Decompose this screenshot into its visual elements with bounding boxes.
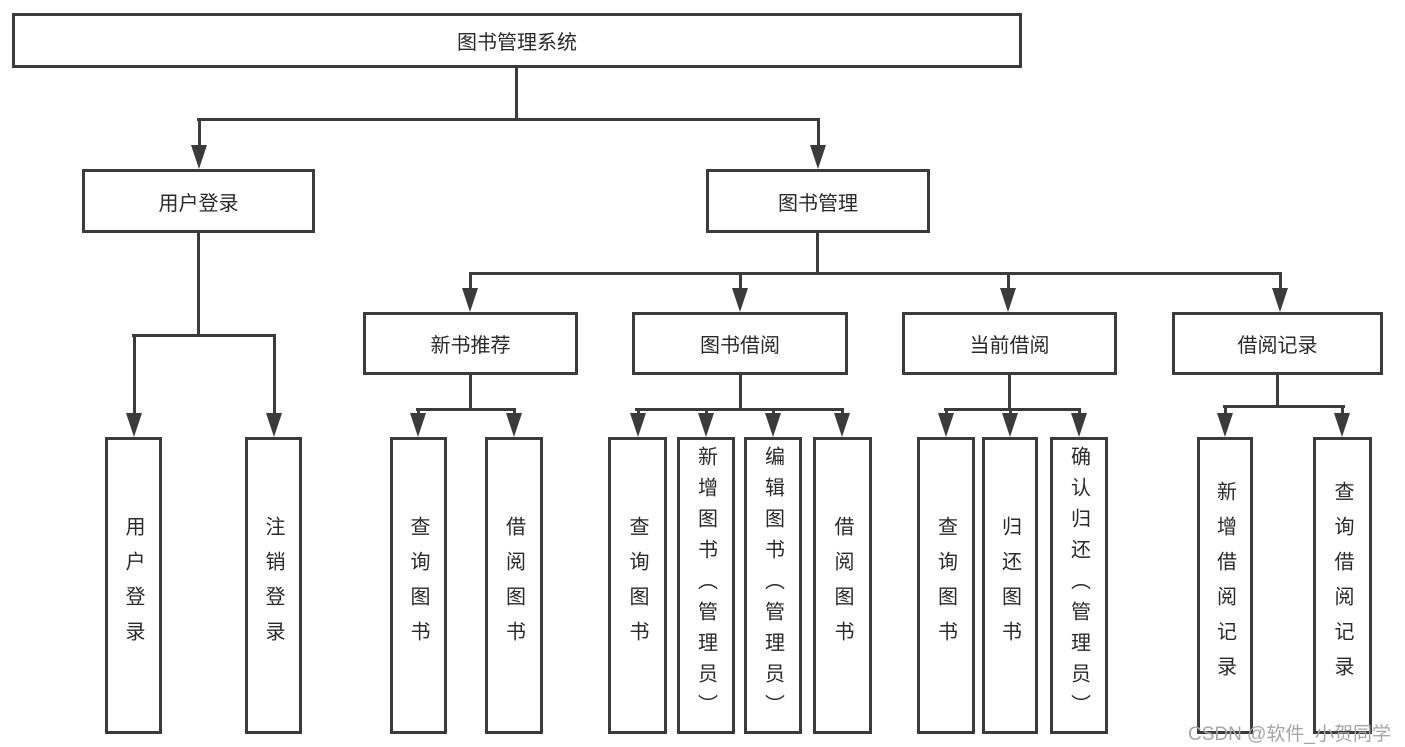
- arrow-down-icon: [1002, 408, 1018, 437]
- node-label: 确认归还（管理员）: [1067, 446, 1090, 725]
- arrow-down-icon: [191, 118, 207, 169]
- connector-line: [197, 233, 200, 337]
- node-label: 注销登录: [262, 515, 284, 656]
- connector-line: [132, 334, 275, 337]
- node-label: 查询图书: [626, 515, 648, 656]
- node-label: 图书借阅: [700, 335, 780, 357]
- arrow-down-icon: [1217, 405, 1233, 437]
- node-new-book-recommendation: 新书推荐: [363, 312, 578, 375]
- leaf-logout: 注销登录: [245, 437, 302, 734]
- node-book-borrowing: 图书借阅: [632, 312, 848, 375]
- node-label: 图书管理: [778, 192, 858, 215]
- leaf-query-borrow-record: 查询借阅记录: [1313, 437, 1372, 734]
- node-label: 新书推荐: [430, 335, 511, 357]
- connector-line: [1008, 375, 1011, 411]
- connector-line: [469, 375, 472, 411]
- node-label: 当前借阅: [969, 335, 1050, 357]
- node-label: 查询借阅记录: [1331, 480, 1353, 691]
- node-label: 用户登录: [158, 192, 239, 215]
- leaf-query-books-recommendation: 查询图书: [390, 437, 447, 734]
- leaf-edit-book-admin: 编辑图书（管理员）: [744, 437, 802, 734]
- connector-line: [635, 408, 844, 411]
- arrow-down-icon: [462, 272, 478, 312]
- node-book-management: 图书管理: [706, 169, 930, 233]
- connector-line: [739, 375, 742, 411]
- node-label: 归还图书: [998, 515, 1021, 656]
- arrow-down-icon: [698, 408, 714, 437]
- leaf-query-books-borrowing: 查询图书: [608, 437, 667, 734]
- node-label: 借阅图书: [502, 515, 525, 656]
- node-label: 新增图书（管理员）: [694, 446, 717, 725]
- node-current-borrowing: 当前借阅: [902, 312, 1117, 375]
- connector-line: [1223, 405, 1345, 408]
- arrow-down-icon: [410, 408, 426, 437]
- connector-line: [416, 408, 515, 411]
- node-label: 查询图书: [407, 515, 429, 656]
- arrow-down-icon: [1334, 405, 1350, 437]
- arrow-down-icon: [834, 408, 850, 437]
- node-label: 图书管理系统: [457, 32, 577, 54]
- arrow-down-icon: [1000, 272, 1016, 312]
- connector-line: [469, 272, 1282, 275]
- arrow-down-icon: [765, 408, 781, 437]
- connector-line: [944, 408, 1080, 411]
- leaf-return-books: 归还图书: [982, 437, 1038, 734]
- node-label: 借阅图书: [831, 515, 853, 656]
- arrow-down-icon: [506, 408, 522, 437]
- node-label: 查询图书: [934, 515, 957, 656]
- leaf-add-book-admin: 新增图书（管理员）: [677, 437, 735, 734]
- node-label: 用户登录: [122, 515, 144, 656]
- arrow-down-icon: [938, 408, 954, 437]
- arrow-down-icon: [266, 334, 282, 437]
- watermark-text: CSDN @软件_小贺同学: [1188, 724, 1391, 745]
- arrow-down-icon: [126, 334, 142, 437]
- node-label: 借阅记录: [1237, 335, 1318, 357]
- node-user-login: 用户登录: [82, 169, 315, 233]
- arrow-down-icon: [732, 272, 748, 312]
- connector-line: [515, 68, 518, 121]
- leaf-borrow-books-recommendation: 借阅图书: [485, 437, 543, 734]
- leaf-borrow-books-borrowing: 借阅图书: [813, 437, 872, 734]
- connector-line: [197, 118, 820, 121]
- leaf-confirm-return-admin: 确认归还（管理员）: [1050, 437, 1108, 734]
- leaf-add-borrow-record: 新增借阅记录: [1197, 437, 1253, 734]
- leaf-user-login: 用户登录: [105, 437, 162, 734]
- connector-line: [816, 233, 819, 275]
- arrow-down-icon: [810, 118, 826, 169]
- leaf-query-books-current: 查询图书: [917, 437, 975, 734]
- connector-line: [1276, 375, 1279, 408]
- node-library-management-system: 图书管理系统: [12, 13, 1022, 68]
- arrow-down-icon: [1272, 272, 1288, 312]
- node-label: 编辑图书（管理员）: [761, 446, 784, 725]
- arrow-down-icon: [630, 408, 646, 437]
- arrow-down-icon: [1071, 408, 1087, 437]
- node-label: 新增借阅记录: [1213, 480, 1236, 691]
- node-borrowing-records: 借阅记录: [1172, 312, 1383, 375]
